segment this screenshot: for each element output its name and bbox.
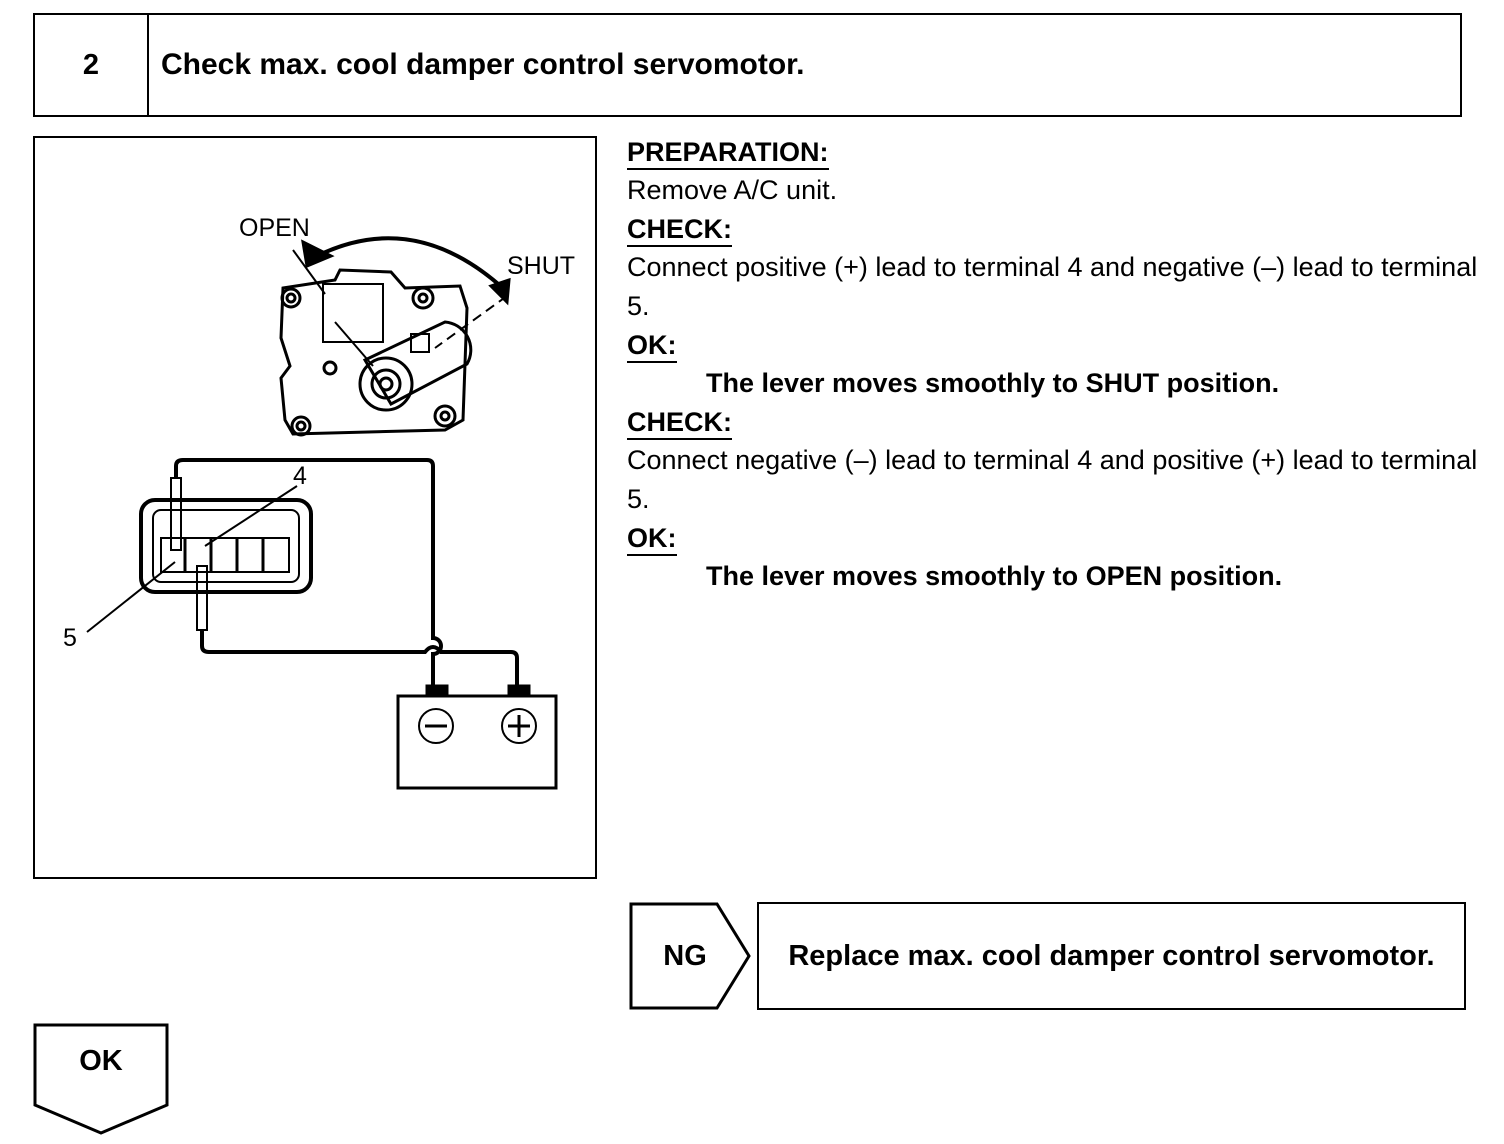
label-terminal-5: 5 — [63, 624, 77, 652]
check2-heading: CHECK: — [627, 406, 732, 440]
step-title: Check max. cool damper control servomoto… — [161, 48, 805, 81]
battery — [396, 694, 558, 790]
arrow-open-icon — [301, 239, 335, 269]
ng-action: Replace max. cool damper control servomo… — [757, 902, 1466, 1010]
ok1-heading: OK: — [627, 329, 677, 363]
ng-arrow-icon — [629, 902, 751, 1010]
ok-label: OK — [79, 1045, 123, 1077]
battery-positive-icon — [501, 708, 537, 744]
output-shaft — [358, 356, 414, 412]
label-open: OPEN — [239, 214, 310, 242]
damper-lever — [362, 320, 473, 406]
arrow-shut-icon — [488, 277, 511, 306]
ok-tag: OK — [33, 1023, 169, 1135]
step-number: 2 — [35, 15, 149, 115]
servomotor-diagram: OPEN SHUT 4 5 — [33, 136, 597, 879]
instructions: PREPARATION: Remove A/C unit. CHECK: Con… — [627, 133, 1487, 596]
check1-heading: CHECK: — [627, 213, 732, 247]
ng-label: NG — [663, 939, 707, 972]
ng-tag: NG — [629, 902, 753, 1010]
check2-text: Connect negative (–) lead to terminal 4 … — [627, 445, 1478, 514]
lever-travel-arc — [316, 236, 507, 292]
mount-hole — [280, 287, 302, 309]
label-terminal-4: 4 — [293, 462, 307, 490]
wiring-illustration: OPEN SHUT 4 5 — [63, 214, 575, 790]
probe-terminal-4 — [170, 477, 182, 551]
ok1-text: The lever moves smoothly to SHUT positio… — [706, 368, 1280, 398]
ok2-text: The lever moves smoothly to OPEN positio… — [706, 561, 1283, 591]
preparation-heading: PREPARATION: — [627, 136, 829, 170]
preparation-text: Remove A/C unit. — [627, 175, 838, 205]
check1-text: Connect positive (+) lead to terminal 4 … — [627, 252, 1478, 321]
step-header: 2 Check max. cool damper control servomo… — [33, 13, 1462, 117]
wire-positive — [200, 630, 519, 686]
battery-negative-icon — [418, 708, 454, 744]
label-shut: SHUT — [507, 252, 575, 280]
servomotor-body — [279, 268, 469, 436]
ok-arrow-icon — [33, 1023, 169, 1135]
connector-housing — [139, 498, 313, 594]
ok2-heading: OK: — [627, 522, 677, 556]
probe-terminal-5 — [196, 565, 208, 631]
